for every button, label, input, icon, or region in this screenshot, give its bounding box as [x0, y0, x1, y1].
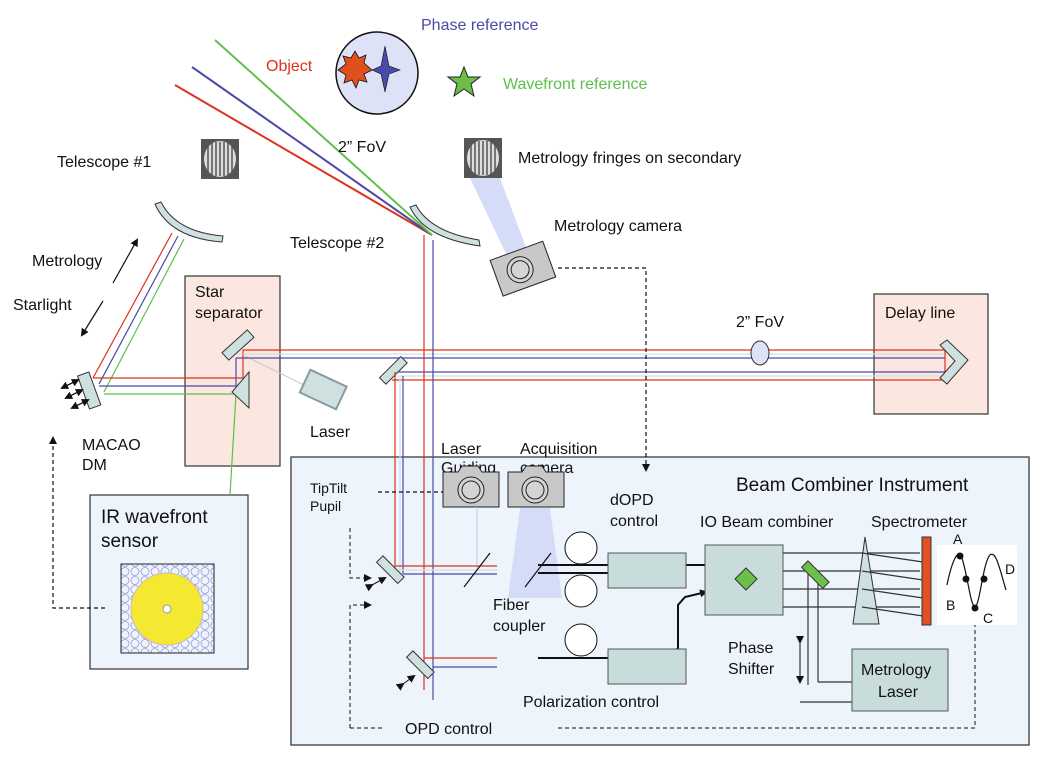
star-separator-label-1: Star	[195, 284, 225, 301]
metrology-fringes-label: Metrology fringes on secondary	[518, 150, 741, 167]
fringe-point-a	[956, 552, 964, 560]
fringe-point-d	[980, 575, 988, 583]
beam-pickoff-mirror	[378, 355, 408, 385]
metrology-arrow-label: Metrology	[32, 253, 102, 270]
star-separator-label-2: separator	[195, 305, 263, 322]
dopd-control-box	[607, 552, 687, 589]
fov-circle	[335, 31, 419, 115]
beam-splitter-guiding	[463, 552, 491, 588]
starlight-arrow	[80, 300, 104, 337]
tiptilt-mirror	[375, 555, 405, 585]
delay-line-fov-stop	[750, 340, 770, 366]
opd-control-label: OPD control	[405, 721, 492, 738]
metrology-beam-cone	[470, 178, 530, 258]
telescope-1-mirror	[154, 201, 224, 243]
telescope-2-mirror	[409, 204, 481, 247]
delay-line-retroreflector	[939, 339, 969, 385]
fringe-label-d: D	[1005, 561, 1015, 577]
tiptilt-label-2: Pupil	[310, 498, 341, 514]
laser-label: Laser	[310, 424, 351, 441]
object-label: Object	[266, 58, 313, 75]
metrology-camera-icon	[489, 240, 557, 297]
macao-label-1: MACAO	[82, 437, 141, 454]
fiber-coupler-label-2: coupler	[493, 618, 546, 635]
metrology-laser-label-1: Metrology	[861, 662, 931, 679]
io-beam-combiner-label: IO Beam combiner	[700, 514, 834, 531]
phase-shifter-label-2: Shifter	[728, 661, 775, 678]
phase-reference-label: Phase reference	[421, 17, 539, 34]
polarization-control-label: Polarization control	[523, 694, 659, 711]
delay-line-label: Delay line	[885, 305, 955, 322]
dopd-label-1: dOPD	[610, 492, 654, 509]
central-obscuration	[162, 604, 172, 614]
delay-fov-label: 2” FoV	[736, 314, 784, 331]
opd-control-mirror	[405, 650, 435, 680]
fringe-label-b: B	[946, 597, 955, 613]
tiptilt-label-1: TipTilt	[310, 480, 347, 496]
beam-object	[174, 84, 433, 236]
ir-wfs-label-1: IR wavefront	[101, 507, 208, 528]
phase-shifter-label-1: Phase	[728, 640, 773, 657]
wavefront-reference-star-icon	[446, 65, 482, 98]
metrology-fringes-secondary-icon	[464, 138, 502, 178]
io-combiner-element-icon	[734, 567, 758, 591]
fringe-label-c: C	[983, 610, 993, 626]
laser-guiding-label-1: Laser	[441, 441, 482, 458]
metrology-laser-box	[851, 648, 949, 712]
dopd-label-2: control	[610, 513, 658, 530]
acquisition-camera-icon	[507, 465, 565, 508]
laser-guiding-camera-icon	[442, 465, 500, 508]
fiber-loop-icon	[564, 531, 598, 657]
acquisition-camera-label-1: Acquisition	[520, 441, 597, 458]
metrology-camera-to-dopd	[558, 267, 650, 472]
ir-wfs-label-2: sensor	[101, 531, 159, 552]
spectrometer-detector	[921, 536, 932, 626]
acquisition-beam-cone	[508, 508, 562, 598]
phase-reference-star-icon	[371, 45, 401, 93]
fringe-point-b	[962, 575, 970, 583]
dm-actuator-arrows-icon	[60, 379, 90, 409]
metrology-arrow	[112, 238, 138, 284]
metrology-laser-label-2: Laser	[878, 684, 919, 701]
polarization-control-box	[607, 648, 687, 685]
fringe-label-a: A	[953, 531, 963, 547]
wfs-to-dm-feedback	[49, 436, 105, 609]
phase-shifter-plate	[800, 560, 830, 590]
tiptilt-actuator-arrow	[364, 577, 387, 592]
telescope-2-label: Telescope #2	[290, 235, 384, 252]
spectrometer-prism	[852, 536, 880, 625]
fiber-coupler-label-1: Fiber	[493, 597, 530, 614]
laser-source	[298, 368, 348, 411]
telescope-1-label: Telescope #1	[57, 154, 151, 171]
spectrometer-label: Spectrometer	[871, 514, 968, 531]
star-separator-box	[184, 275, 281, 467]
beam-phase-reference	[191, 66, 433, 236]
fringe-point-c	[971, 604, 979, 612]
beam-wavefront-reference	[214, 39, 433, 236]
metrology-fringes-t1-icon	[201, 139, 239, 179]
wavefront-reference-label: Wavefront reference	[503, 76, 647, 93]
fov-label: 2” FoV	[338, 139, 386, 156]
metrology-camera-label: Metrology camera	[554, 218, 682, 235]
fringe-sampling-panel	[937, 545, 1017, 625]
beam-splitter-acquisition	[524, 552, 552, 588]
bci-title: Beam Combiner Instrument	[736, 475, 969, 496]
starlight-arrow-label: Starlight	[13, 297, 72, 314]
star-separator-mirror	[221, 329, 255, 361]
star-separator-prism	[231, 370, 250, 410]
macao-label-2: DM	[82, 457, 107, 474]
opd-actuator-arrow	[395, 674, 416, 691]
